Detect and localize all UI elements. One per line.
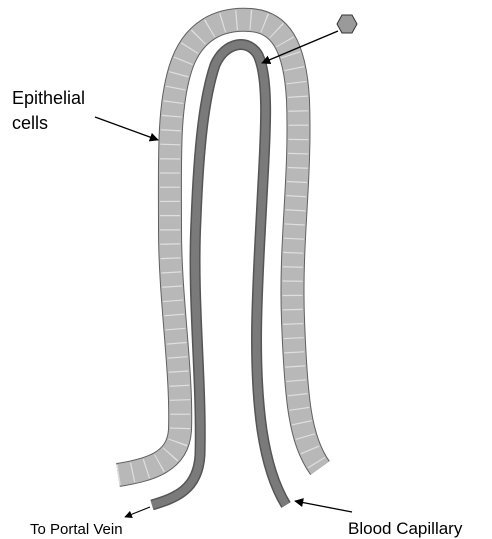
blood-capillary-label-group: Blood Capillary [295,501,463,538]
blood-capillary-label: Blood Capillary [348,519,463,538]
epithelial-label-line2: cells [12,113,48,133]
hexagon-marker-icon [337,15,357,33]
blood-capillary-arrow [295,501,352,512]
portal-vein-label: To Portal Vein [30,521,123,538]
portal-vein-arrow [125,507,150,517]
epithelial-arrow [95,117,158,140]
epithelial-label-group: Epithelial cells [12,88,158,140]
portal-vein-label-group: To Portal Vein [30,507,150,538]
epithelial-layer [118,20,320,475]
epithelial-label-line1: Epithelial [12,88,85,108]
epithelial-band [118,20,320,475]
